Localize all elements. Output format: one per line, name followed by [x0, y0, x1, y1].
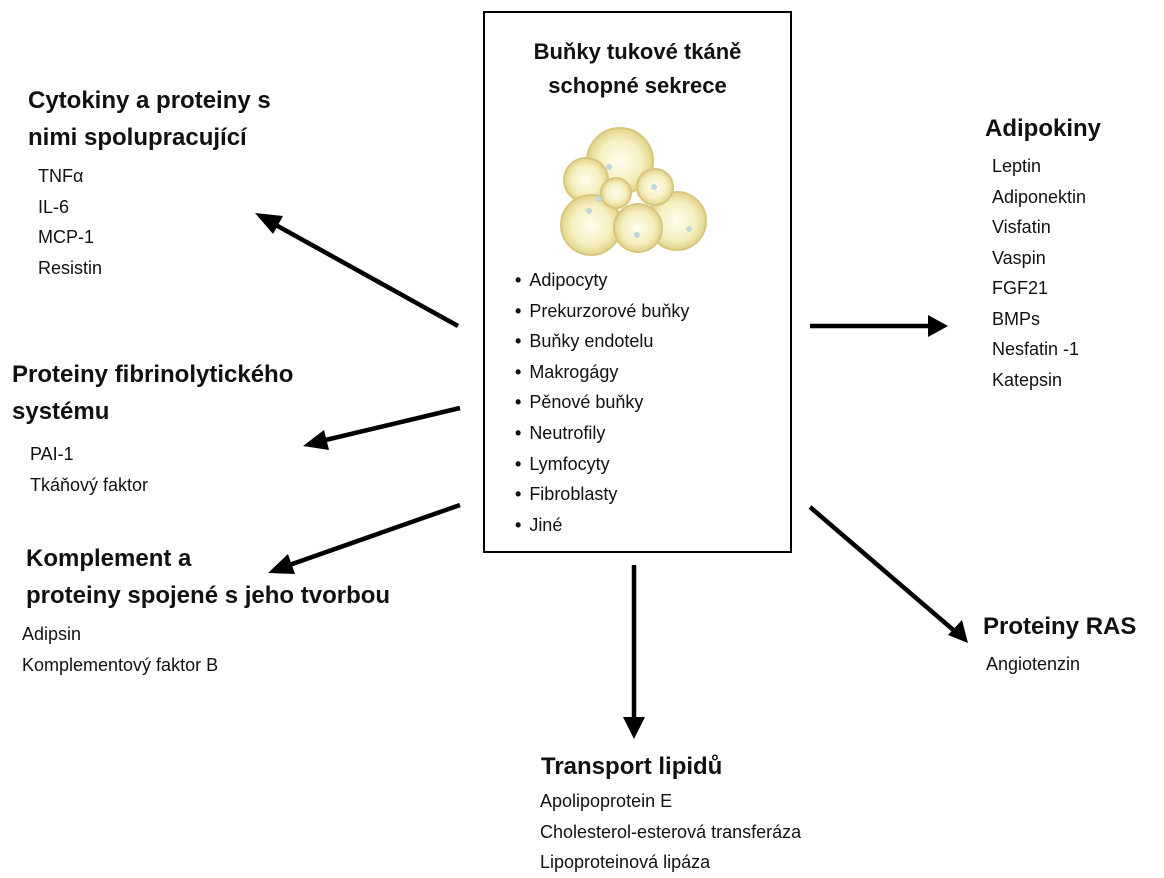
arrow-to-ras [810, 507, 958, 634]
adipocyte-cluster-icon [559, 125, 709, 260]
secreting-cells-box: Buňky tukové tkáně schopné sekrece [483, 11, 792, 553]
ras-group: Proteiny RAS Angiotenzin [983, 608, 1136, 680]
lipid-transport-item: Cholesterol-esterová transferáza [540, 817, 801, 848]
fibrinolytic-heading-line-1: Proteiny fibrinolytického [12, 356, 293, 393]
cell-type-item: Lymfocyty [515, 449, 689, 480]
adipokines-group: Adipokiny Leptin Adiponektin Visfatin Va… [985, 110, 1101, 395]
lipid-transport-heading: Transport lipidů [541, 748, 801, 785]
arrowhead-fibrinolytic [303, 430, 329, 450]
cell-type-item: Makrogágy [515, 357, 689, 388]
lipid-transport-item: Apolipoprotein E [540, 786, 801, 817]
adipokines-item: FGF21 [992, 273, 1101, 304]
arrowhead-lipid [623, 717, 645, 739]
cell-type-item: Adipocyty [515, 265, 689, 296]
ras-heading: Proteiny RAS [983, 608, 1136, 645]
ras-list: Angiotenzin [986, 649, 1136, 680]
lipid-transport-list: Apolipoprotein E Cholesterol-esterová tr… [540, 786, 801, 878]
cytokines-item: Resistin [38, 253, 271, 284]
cytokines-list: TNFα IL-6 MCP-1 Resistin [38, 161, 271, 283]
complement-group: Komplement a proteiny spojené s jeho tvo… [26, 540, 390, 680]
arrowhead-adipokines [928, 315, 948, 337]
ras-item: Angiotenzin [986, 649, 1136, 680]
complement-heading-line-1: Komplement a [26, 540, 390, 577]
cytokines-item: TNFα [38, 161, 271, 192]
arrow-to-cytokines [265, 219, 458, 326]
adipokines-list: Leptin Adiponektin Visfatin Vaspin FGF21… [992, 151, 1101, 395]
center-title: Buňky tukové tkáně schopné sekrece [485, 35, 790, 103]
lipid-transport-item: Lipoproteinová lipáza [540, 847, 801, 878]
arrowhead-ras [948, 620, 968, 643]
cell-type-item: Buňky endotelu [515, 326, 689, 357]
cytokines-heading-line-1: Cytokiny a proteiny s [28, 82, 271, 119]
adipokines-item: Katepsin [992, 365, 1101, 396]
cell-type-item: Prekurzorové buňky [515, 296, 689, 327]
adipokines-item: Vaspin [992, 243, 1101, 274]
adipokines-item: BMPs [992, 304, 1101, 335]
adipokines-item: Visfatin [992, 212, 1101, 243]
cytokines-item: MCP-1 [38, 222, 271, 253]
cytokines-group: Cytokiny a proteiny s nimi spolupracujíc… [28, 82, 271, 283]
cytokines-heading-line-2: nimi spolupracující [28, 119, 271, 156]
fibrinolytic-list: PAI-1 Tkáňový faktor [30, 439, 293, 500]
arrow-to-fibrinolytic [313, 408, 460, 443]
complement-list: Adipsin Komplementový faktor B [22, 619, 390, 680]
cell-type-item: Fibroblasty [515, 479, 689, 510]
cytokines-item: IL-6 [38, 192, 271, 223]
adipokines-item: Adiponektin [992, 182, 1101, 213]
adipocyte-cell [614, 204, 662, 252]
center-title-line-2: schopné sekrece [485, 69, 790, 103]
adipokines-item: Leptin [992, 151, 1101, 182]
center-title-line-1: Buňky tukové tkáně [485, 35, 790, 69]
adipocyte-cell [601, 178, 631, 208]
adipokines-heading: Adipokiny [985, 110, 1101, 147]
complement-item: Komplementový faktor B [22, 650, 390, 681]
cell-type-item: Jiné [515, 510, 689, 541]
fibrinolytic-item: PAI-1 [30, 439, 293, 470]
cell-type-list: Adipocyty Prekurzorové buňky Buňky endot… [515, 265, 689, 540]
complement-item: Adipsin [22, 619, 390, 650]
adipokines-item: Nesfatin -1 [992, 334, 1101, 365]
cell-type-item: Pěnové buňky [515, 387, 689, 418]
cell-type-item: Neutrofily [515, 418, 689, 449]
complement-heading-line-2: proteiny spojené s jeho tvorbou [26, 577, 390, 614]
fibrinolytic-heading-line-2: systému [12, 393, 293, 430]
fibrinolytic-group: Proteiny fibrinolytického systému PAI-1 … [12, 356, 293, 500]
fibrinolytic-item: Tkáňový faktor [30, 470, 293, 501]
lipid-transport-group: Transport lipidů Apolipoprotein E Choles… [541, 748, 801, 878]
